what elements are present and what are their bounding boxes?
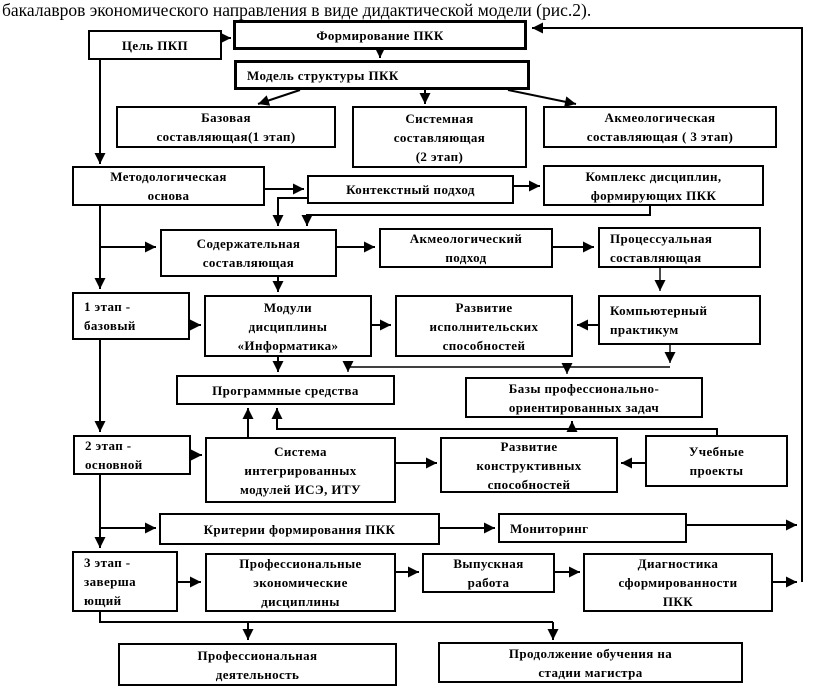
edge-projects-software-tools — [271, 408, 718, 437]
node-stage3: 3 этап - заверша ющий — [72, 551, 178, 612]
node-monitoring: Мониторинг — [498, 513, 687, 543]
node-diagnostics: Диагностика сформированности ПКК — [583, 553, 773, 612]
node-stage2: 2 этап - основной — [73, 435, 191, 475]
node-graduate-work: Выпускная работа — [422, 553, 555, 593]
diagram-caption: бакалавров экономического направления в … — [2, 0, 592, 20]
node-computer-practicum: Компьютерный практикум — [598, 295, 761, 345]
node-criteria: Критерии формирования ПКК — [159, 513, 440, 545]
node-content-component: Содержательная составляющая — [160, 229, 337, 277]
edge-complex-content-component — [301, 206, 651, 226]
node-informatics-modules: Модули дисциплины «Информатика» — [204, 295, 372, 357]
node-executive-abilities: Развитие исполнительских способностей — [395, 295, 573, 357]
node-master-continuation: Продолжение обучения на стадии магистра — [438, 642, 743, 683]
edge-stage3-bottom-trunk — [99, 612, 553, 623]
node-system-component: Системная составляющая (2 этап) — [352, 106, 527, 168]
node-constructive-abilities: Развитие конструктивных способностей — [440, 437, 618, 493]
node-model: Модель структуры ПКК — [234, 60, 530, 90]
node-integrated-modules: Система интегрированных модулей ИСЭ, ИТУ — [205, 437, 396, 503]
node-method-basis: Методологическая основа — [72, 166, 265, 206]
node-context-approach: Контекстный подход — [307, 175, 514, 204]
edge-model-basic-component — [257, 89, 301, 106]
edge-practicum-software-tools — [342, 361, 670, 372]
node-prof-disciplines: Профессиональные экономические дисциплин… — [205, 553, 396, 612]
node-formation: Формирование ПКК — [233, 20, 527, 50]
node-discipline-complex: Комплекс дисциплин, формирующих ПКК — [543, 165, 764, 206]
node-acme-component: Акмеологическая составляющая ( 3 этап) — [543, 106, 777, 148]
node-software-tools: Программные средства — [176, 375, 395, 405]
edge-feedback-formation — [532, 22, 803, 582]
edge-context-content-component — [272, 197, 307, 226]
node-stage1: 1 этап - базовый — [72, 292, 190, 340]
node-goal: Цель ПКП — [88, 30, 222, 60]
node-acme-approach: Акмеологический подход — [379, 228, 553, 268]
edge-model-acme-component — [507, 89, 577, 108]
node-basic-component: Базовая составляющая(1 этап) — [116, 106, 336, 148]
node-task-bases: Базы профессионально- ориентированных за… — [465, 377, 703, 418]
node-prof-activity: Профессиональная деятельность — [118, 643, 397, 686]
node-process-component: Процессуальная составляющая — [598, 227, 761, 268]
node-study-projects: Учебные проекты — [645, 435, 788, 487]
